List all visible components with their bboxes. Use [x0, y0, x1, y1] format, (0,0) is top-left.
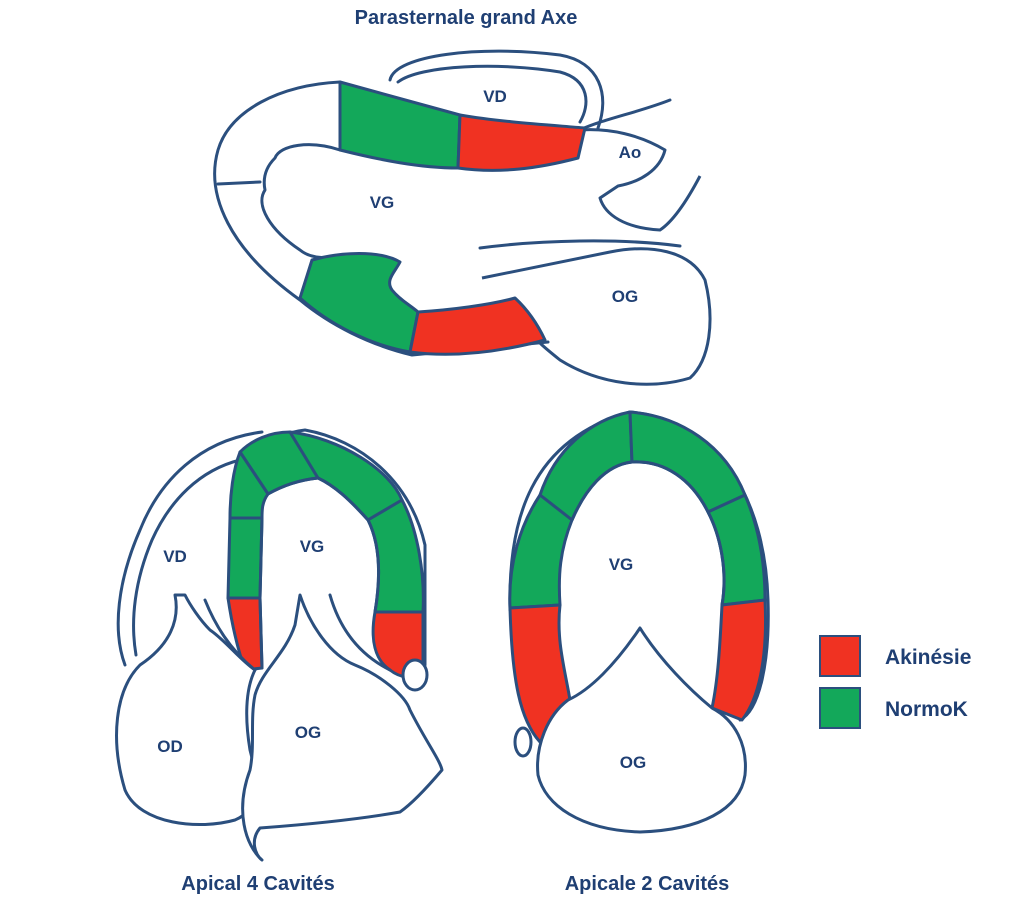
- legend-swatch-akinesie: [819, 635, 861, 677]
- a2-small-circle: [513, 726, 533, 758]
- a2-left-mid-normok: [508, 493, 574, 610]
- legend-swatch-normok: [819, 687, 861, 729]
- septum-basal-normok: [338, 80, 462, 170]
- a2-la-cavity: [536, 626, 747, 834]
- legend: Akinésie NormoK: [819, 635, 971, 729]
- rv-inner: [396, 64, 588, 124]
- a4-vd-label: VD: [163, 547, 187, 566]
- a4-small-circle: [401, 658, 429, 692]
- apical2-title: Apicale 2 Cavités: [565, 873, 730, 895]
- legend-label-akinesie: Akinésie: [885, 646, 971, 669]
- posterior-basal-normok: [298, 252, 420, 354]
- apical4-title: Apical 4 Cavités: [181, 873, 334, 895]
- pla-vg-label: VG: [370, 193, 395, 212]
- lv-apex-line: [216, 180, 262, 186]
- pla-ao-label: Ao: [619, 143, 642, 162]
- a4-valve-tricuspid: [203, 598, 257, 672]
- aorta-cavity: [579, 128, 702, 232]
- a4-septum-inner-line: [258, 516, 264, 670]
- parasternal-title: Parasternale grand Axe: [355, 7, 578, 29]
- septum-mid-akinesie: [456, 113, 587, 172]
- a4-lv-inner: [266, 476, 380, 614]
- a4-vg-label: VG: [300, 537, 325, 556]
- a4-la-cavity: [241, 593, 444, 862]
- a4-valve-mitral: [328, 593, 392, 672]
- aorta-outline: [578, 98, 672, 132]
- la-cavity: [481, 247, 712, 386]
- posterior-mid-akinesie: [408, 296, 547, 356]
- pla-vd-label: VD: [483, 87, 507, 106]
- a2-right-basal-akinesie: [710, 598, 767, 722]
- a4-rv-outline: [116, 430, 264, 667]
- la-upper-wall: [478, 239, 682, 250]
- pla-og-label: OG: [612, 287, 638, 306]
- parasternal-view: Parasternale grand Axe VD Ao VG OG: [213, 7, 712, 386]
- a4-septal-basal-akinesie: [226, 596, 264, 672]
- legend-label-normok: NormoK: [885, 698, 968, 721]
- apical4-view: VD VG OD OG Apical 4 Cavités: [115, 428, 444, 895]
- rv-outline: [388, 49, 605, 130]
- a2-vg-label: VG: [609, 555, 634, 574]
- a4-od-label: OD: [157, 737, 183, 756]
- a2-og-label: OG: [620, 753, 646, 772]
- apical2-view: VG OG Apicale 2 Cavités: [508, 410, 770, 895]
- a4-rv-inner: [132, 458, 242, 657]
- a4-septal-upper-normok: [228, 450, 270, 520]
- a4-og-label: OG: [295, 723, 321, 742]
- lv-cavity-line: [260, 143, 347, 260]
- a2-lv-inner: [570, 460, 726, 607]
- a4-septal-mid-normok: [226, 516, 264, 600]
- a2-right-mid-normok: [706, 493, 767, 607]
